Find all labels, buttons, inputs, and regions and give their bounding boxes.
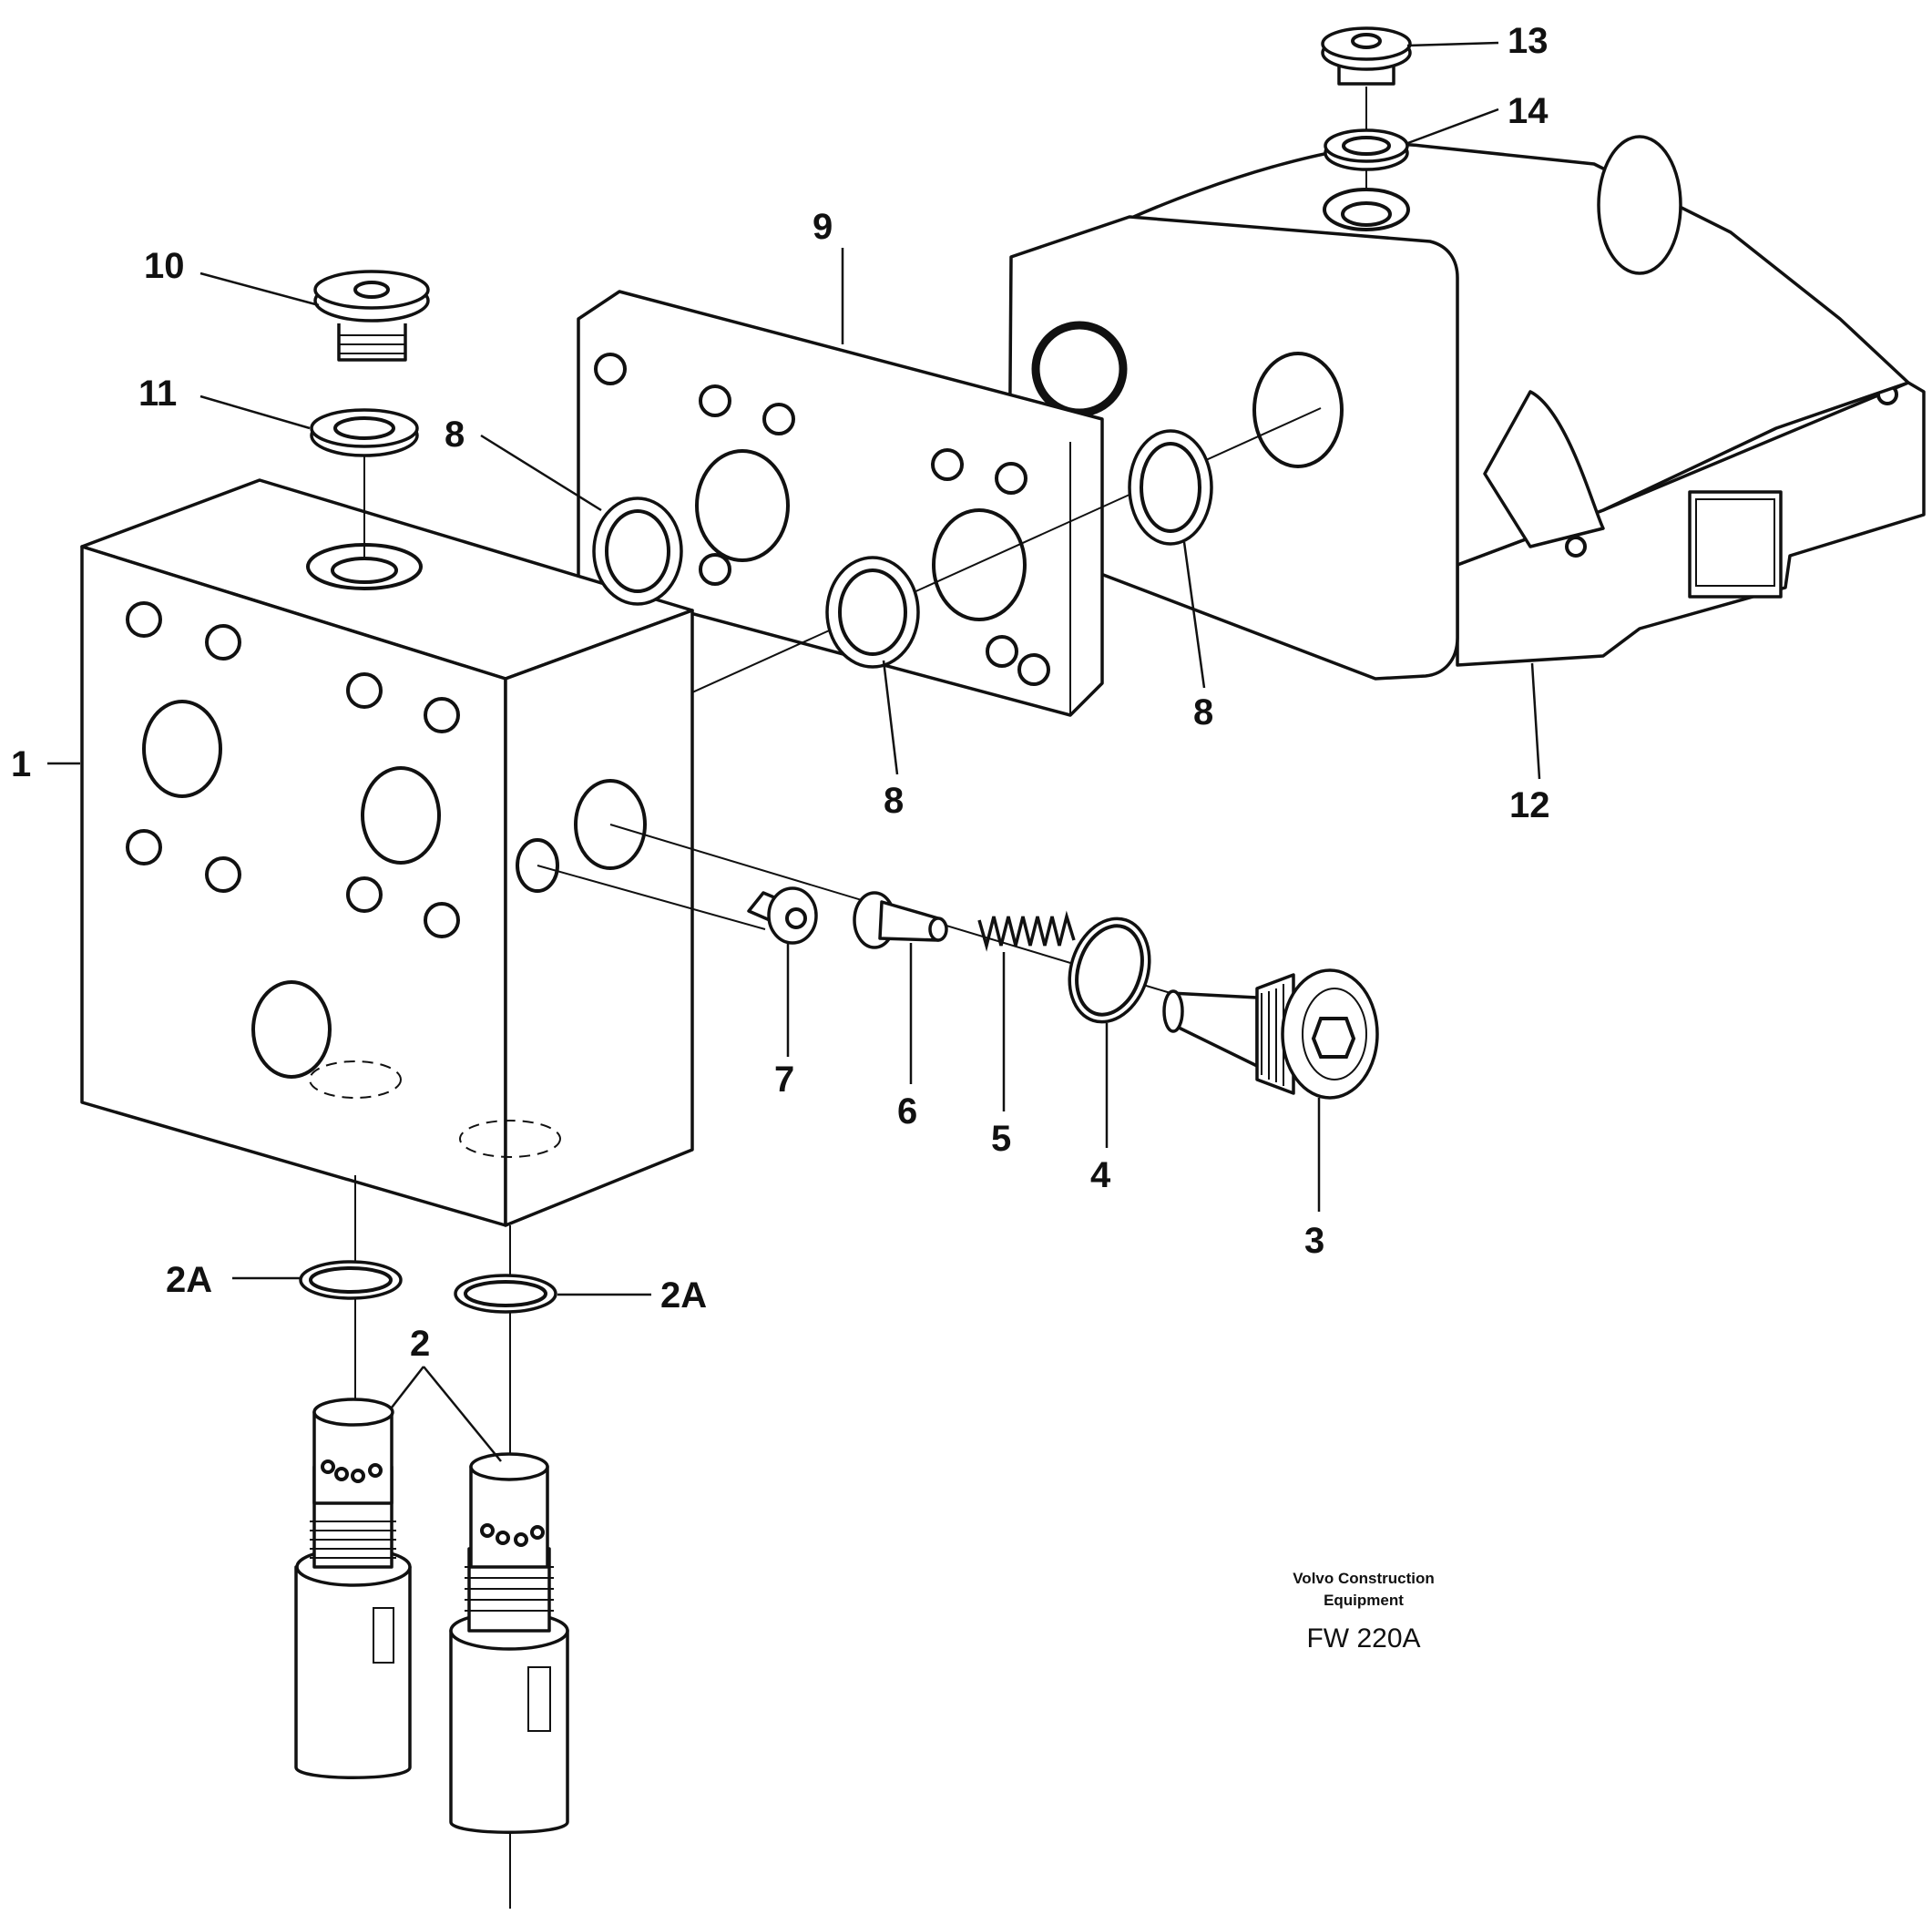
callout-5: 5 [991,1119,1011,1159]
callout-2: 2 [410,1324,430,1364]
callout-8-right: 8 [1193,692,1213,732]
seal-ring-part-8-a [592,497,683,606]
leader-lines [47,41,1541,1462]
company-name-line2: Equipment [1324,1592,1404,1609]
plug-part-10 [313,270,430,362]
plug-part-7 [747,886,818,945]
callout-10: 10 [144,246,185,286]
valve-block-part-1 [80,478,694,1227]
o-ring-part-4 [1068,917,1151,1024]
callout-14: 14 [1508,91,1549,131]
callout-7: 7 [774,1060,794,1100]
seal-ring-part-8-c [1128,429,1213,546]
drawing-reference-block: Volvo Construction Equipment FW 220A [1293,1570,1435,1654]
callout-1: 1 [11,744,31,784]
callout-8-middle: 8 [884,781,904,821]
seal-ring-part-8-b [825,556,920,669]
seal-part-2a-right [454,1274,557,1314]
spring-part-5 [977,910,1076,952]
housing-part-12 [1007,135,1926,681]
callout-4: 4 [1090,1155,1111,1195]
washer-part-14 [1324,128,1409,171]
callout-2a-left: 2A [166,1260,212,1300]
callout-11: 11 [138,374,177,414]
seal-part-2a-left [299,1260,403,1300]
washer-part-11 [310,408,419,457]
callout-9: 9 [813,207,833,247]
callout-6: 6 [897,1091,917,1132]
cartridge-part-3 [1162,968,1379,1100]
valve-cartridge-part-2-right [449,1452,569,1834]
plug-part-13 [1321,26,1412,86]
callout-3: 3 [1304,1221,1324,1261]
drawing-code: FW 220A [1306,1623,1420,1654]
callout-2a-right: 2A [660,1275,707,1316]
pin-part-6 [853,891,948,949]
callout-13: 13 [1508,21,1549,61]
callout-8-left: 8 [445,415,465,455]
company-name-line1: Volvo Construction [1293,1570,1435,1587]
callout-labels: 1 10 11 8 9 8 8 12 13 14 7 6 5 4 3 2A 2A… [11,21,1550,1364]
callout-12: 12 [1509,785,1550,825]
valve-cartridge-part-2-left [294,1398,412,1779]
